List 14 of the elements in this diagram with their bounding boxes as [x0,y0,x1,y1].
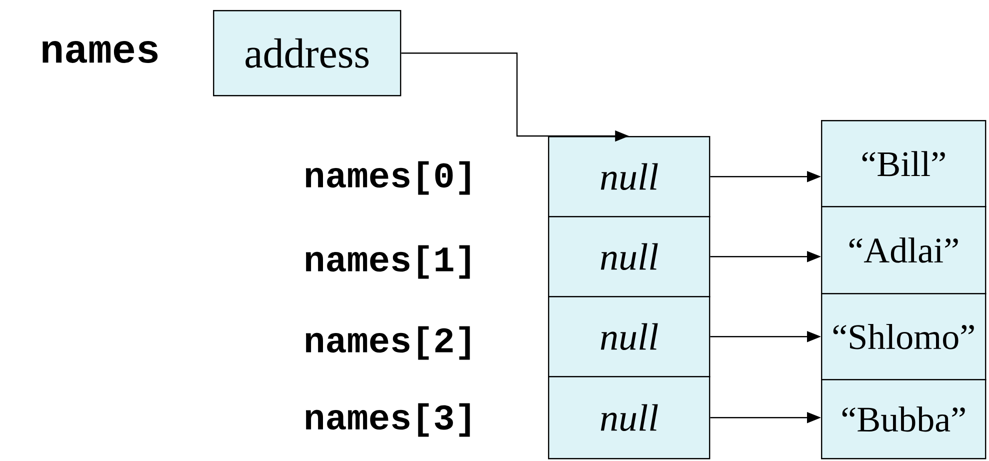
string-box: “Bubba” [821,379,986,460]
variable-label: names[1] [306,245,470,279]
variable-label: names [42,41,158,63]
string-box: “Shlomo” [821,293,986,380]
string-box: “Adlai” [821,206,986,294]
pointer-box: address [213,10,402,96]
variable-label: names[2] [306,326,470,360]
variable-label: names[0] [306,161,470,195]
array-cell: null [548,296,710,378]
variable-label: names[3] [306,403,470,437]
array-cell: null [548,136,710,218]
array-cell: null [548,376,710,460]
array-cell: null [548,216,710,298]
string-box: “Bill” [821,120,986,208]
